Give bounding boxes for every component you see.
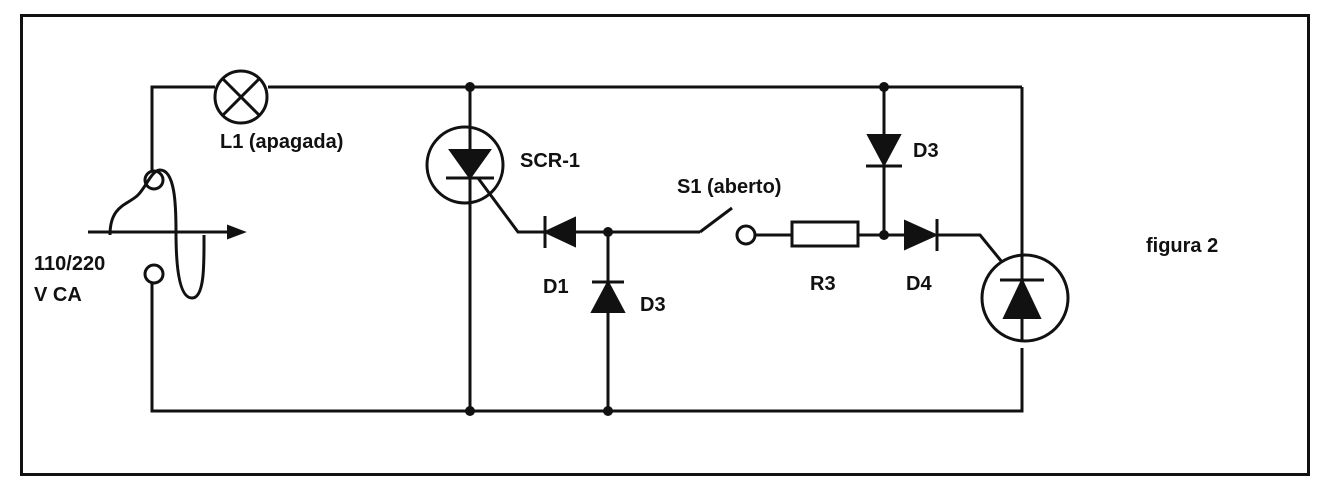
resistor-r3-icon <box>790 220 905 248</box>
label-s1: S1 (aberto) <box>677 176 781 198</box>
label-d3-top: D3 <box>913 140 939 162</box>
diode-d3-top-icon <box>866 87 902 235</box>
diode-d1-icon <box>540 216 700 248</box>
diode-d3-middle-icon <box>590 232 626 411</box>
label-r3: R3 <box>810 273 836 295</box>
label-d4: D4 <box>906 273 932 295</box>
diode-d4-icon <box>904 219 1004 263</box>
label-source-voltage: 110/220 <box>34 253 105 275</box>
label-l1: L1 (apagada) <box>220 131 343 153</box>
lamp-l1-icon <box>213 69 269 125</box>
label-figure: figura 2 <box>1146 235 1218 257</box>
scr1-icon <box>425 87 540 411</box>
label-d1: D1 <box>543 276 569 298</box>
ac-source-icon <box>88 168 247 300</box>
junction-dots <box>465 82 889 416</box>
label-d3-middle: D3 <box>640 294 666 316</box>
label-source-type: V CA <box>34 284 82 306</box>
wire-bottom <box>150 280 1024 413</box>
switch-s1-icon <box>699 206 792 246</box>
scr2-icon <box>980 253 1070 343</box>
label-scr1: SCR-1 <box>520 150 580 172</box>
figure-frame <box>20 14 1310 476</box>
wire-top <box>150 85 1024 262</box>
